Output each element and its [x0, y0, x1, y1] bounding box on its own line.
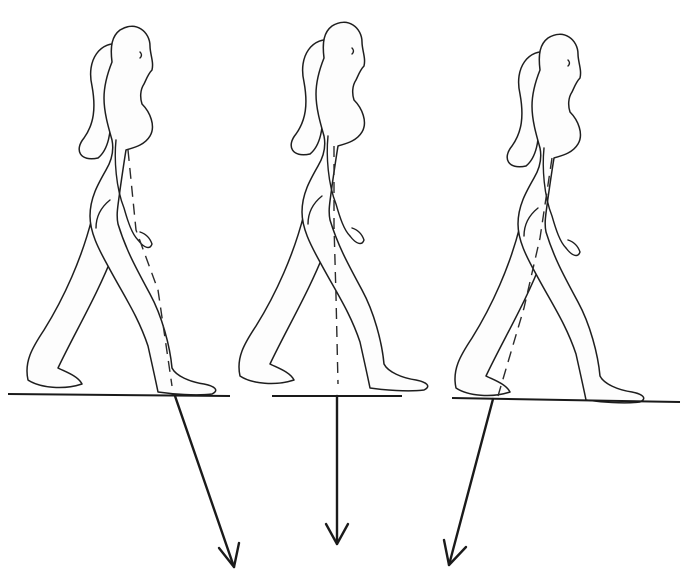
force-arrow-3 [449, 399, 493, 565]
walking-figure-2 [239, 22, 428, 391]
force-arrow-1 [175, 396, 234, 567]
walking-figure-1 [8, 26, 239, 567]
walking-figure-3 [455, 34, 644, 403]
floor-line-3 [452, 398, 680, 402]
